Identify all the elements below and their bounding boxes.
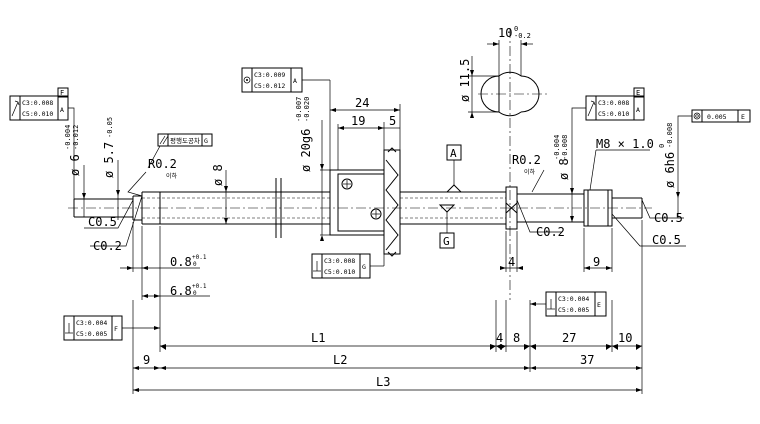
fcf-left-runout-l1: C3:0.008 (22, 99, 53, 107)
dim-4a: 4 (508, 255, 515, 269)
fcf-parallel-text: 평행도공차 (170, 136, 200, 145)
fcf-nut-runout-l2: C5:0.012 (254, 82, 285, 90)
dim-d20g6-tol1: -0.007 (295, 97, 303, 122)
dim-d20g6-tol2: -0.020 (303, 97, 311, 122)
dim-d6h6-tol2: -0.008 (666, 123, 674, 148)
dim-r02-left-sub: 이하 (166, 172, 178, 180)
fcf-right-runout (571, 87, 645, 150)
left-end-dims (82, 160, 228, 224)
fcf-right-runout-l1: C3:0.008 (598, 99, 629, 107)
dim-37: 37 (580, 353, 594, 367)
dim-d8-right-tol1: -0.004 (553, 135, 561, 160)
dim-d8-left: ø 8 (211, 164, 225, 186)
dim-d20g6: ø 20g6 (299, 129, 313, 172)
fcf-right-runout-datum: A (636, 106, 640, 114)
datum-a (445, 144, 463, 193)
dim-10: 10 (618, 331, 632, 345)
fcf-concentric-value: 0.005 (707, 113, 727, 121)
dim-c05-c: C0.5 (652, 233, 681, 247)
fcf-parallel (147, 133, 213, 169)
dim-m8: M8 × 1.0 (596, 137, 654, 151)
lower-small-dims (120, 222, 613, 300)
fcf-concentric (677, 109, 751, 130)
fcf-concentric-datum: E (741, 113, 745, 121)
ball-nut (329, 147, 401, 257)
dim-d8-right-tol2: -0.008 (561, 135, 569, 160)
dim-5: 5 (389, 114, 396, 128)
fcf-perp-right (530, 291, 607, 317)
dim-19: 19 (351, 114, 365, 128)
fcf-left-runout (9, 87, 75, 199)
fcf-nut-runout-datum: A (293, 77, 297, 85)
dim-0-8-tol: +0.1 (192, 254, 207, 261)
dim-27: 27 (562, 331, 576, 345)
fcf-perp-left-l1: C3:0.004 (76, 319, 107, 327)
dim-0-8-tol2: 0 (193, 261, 197, 268)
dim-d6-left-tol2: -0.012 (72, 125, 80, 150)
dim-d5-7-tol: -0.05 (106, 117, 114, 138)
dim-d6h6-tol1: 0 (658, 144, 666, 148)
dim-8b: 8 (513, 331, 520, 345)
dim-c05-b: C0.5 (654, 211, 683, 225)
fcf-parallel-datum: G (204, 137, 208, 145)
chamfer-leaders (84, 195, 686, 247)
dim-d6-left: ø 6 (68, 154, 82, 176)
dim-w10-tol2: -0.2 (514, 32, 531, 40)
fcf-nut-runout (241, 67, 331, 108)
dim-c05-a: C0.5 (88, 215, 117, 229)
fcf-perp-left-datum: F (114, 325, 118, 333)
dim-d6-left-tol1: -0.004 (64, 125, 72, 150)
fcf-nut-perp (311, 253, 385, 279)
dim-4b: 4 (496, 331, 503, 345)
fcf-perp-left (63, 315, 160, 341)
dim-d5-7: ø 5.7 (102, 142, 116, 178)
dim-0-8: 0.8 (170, 255, 192, 269)
dim-L2: L2 (333, 353, 347, 367)
bottom-dims (132, 220, 643, 394)
fcf-nut-runout-l1: C3:0.009 (254, 71, 285, 79)
dim-w10-tol: 0 (514, 25, 518, 33)
dim-9a: 9 (593, 255, 600, 269)
nut-dims (320, 104, 401, 241)
dim-d6h6: ø 6h6 (663, 152, 677, 188)
section-view (468, 40, 540, 118)
fcf-left-runout-datum: A (60, 106, 64, 114)
dim-c02-a: C0.2 (93, 239, 122, 253)
fcf-right-runout-tag: E (636, 89, 640, 97)
fcf-nut-perp-datum: G (362, 263, 366, 271)
dim-L3: L3 (376, 375, 390, 389)
fcf-nut-perp-l1: C3:0.008 (324, 257, 355, 265)
dim-6-8: 6.8 (170, 284, 192, 298)
datum-a-label: A (450, 147, 457, 160)
dim-c02-b: C0.2 (536, 225, 565, 239)
dim-L1: L1 (311, 331, 325, 345)
dim-d11-5: ø 11.5 (458, 59, 472, 102)
dim-r02-right-sub: 이하 (524, 168, 536, 176)
dim-r02-right: R0.2 (512, 153, 541, 167)
right-end-dims (531, 130, 680, 222)
dim-6-8-tol2: 0 (193, 290, 197, 297)
fcf-nut-perp-l2: C5:0.010 (324, 268, 355, 276)
dim-6-8-tol: +0.1 (192, 283, 207, 290)
fcf-left-runout-l2: C5:0.010 (22, 110, 53, 118)
dim-24: 24 (355, 96, 369, 110)
datum-g-label: G (443, 235, 450, 248)
fcf-left-runout-tag: F (60, 89, 64, 97)
datum-g (438, 204, 456, 249)
fcf-right-runout-l2: C5:0.010 (598, 110, 629, 118)
fcf-perp-left-l2: C5:0.005 (76, 330, 107, 338)
dim-w10: 10 (498, 26, 512, 40)
dim-9b: 9 (143, 353, 150, 367)
fcf-perp-right-l1: C3:0.004 (558, 295, 589, 303)
fcf-perp-right-datum: E (597, 301, 601, 309)
dim-r02-left: R0.2 (148, 157, 177, 171)
dim-d8-right: ø 8 (557, 158, 571, 180)
fcf-perp-right-l2: C5:0.005 (558, 306, 589, 314)
